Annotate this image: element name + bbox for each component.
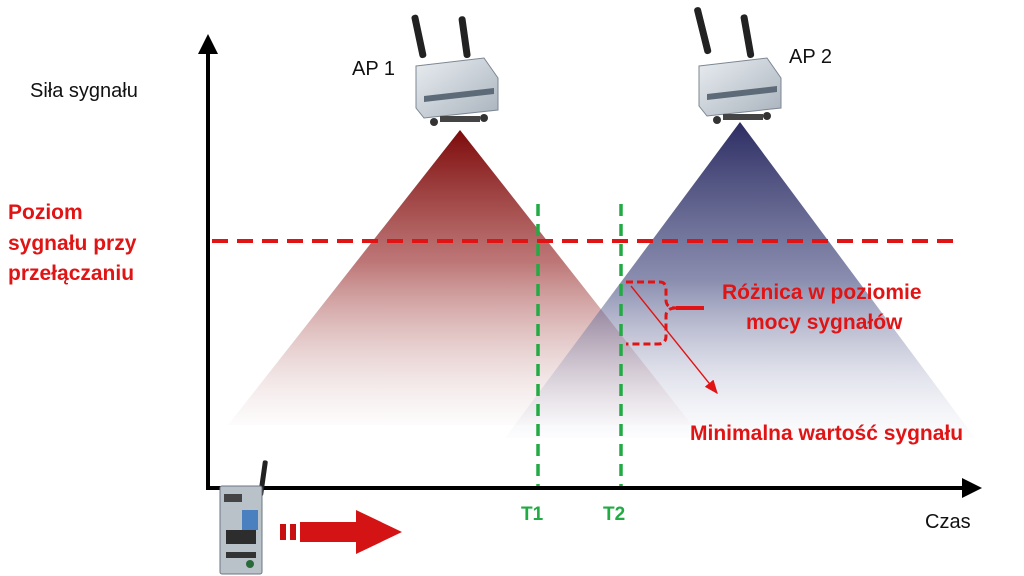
y-axis-label: Siła sygnału (30, 80, 138, 102)
movement-arrow-icon (280, 510, 402, 554)
wireless-access-point-icon (694, 7, 782, 124)
threshold-label-line-2: sygnału przy (8, 232, 137, 255)
minimum-signal-label: Minimalna wartość sygnału (690, 422, 963, 445)
time-marker-t2-label: T2 (603, 504, 625, 525)
minimum-pointer-arrow (630, 285, 718, 395)
wireless-client-device-icon (219, 460, 268, 575)
x-axis-arrowhead (962, 478, 982, 498)
ap2-label: AP 2 (789, 46, 832, 68)
x-axis-label: Czas (925, 511, 971, 533)
y-axis-arrowhead (198, 34, 218, 54)
difference-label-line-2: mocy sygnałów (746, 311, 903, 334)
threshold-label-line-3: przełączaniu (8, 262, 134, 285)
time-marker-t1-label: T1 (521, 504, 544, 525)
difference-bracket (626, 280, 700, 346)
threshold-label-line-1: Poziom (8, 201, 83, 224)
ap1-label: AP 1 (352, 58, 395, 80)
ap2-signal-cone (505, 122, 975, 438)
difference-label-line-1: Różnica w poziomie (722, 281, 922, 304)
wireless-access-point-icon (411, 14, 499, 126)
